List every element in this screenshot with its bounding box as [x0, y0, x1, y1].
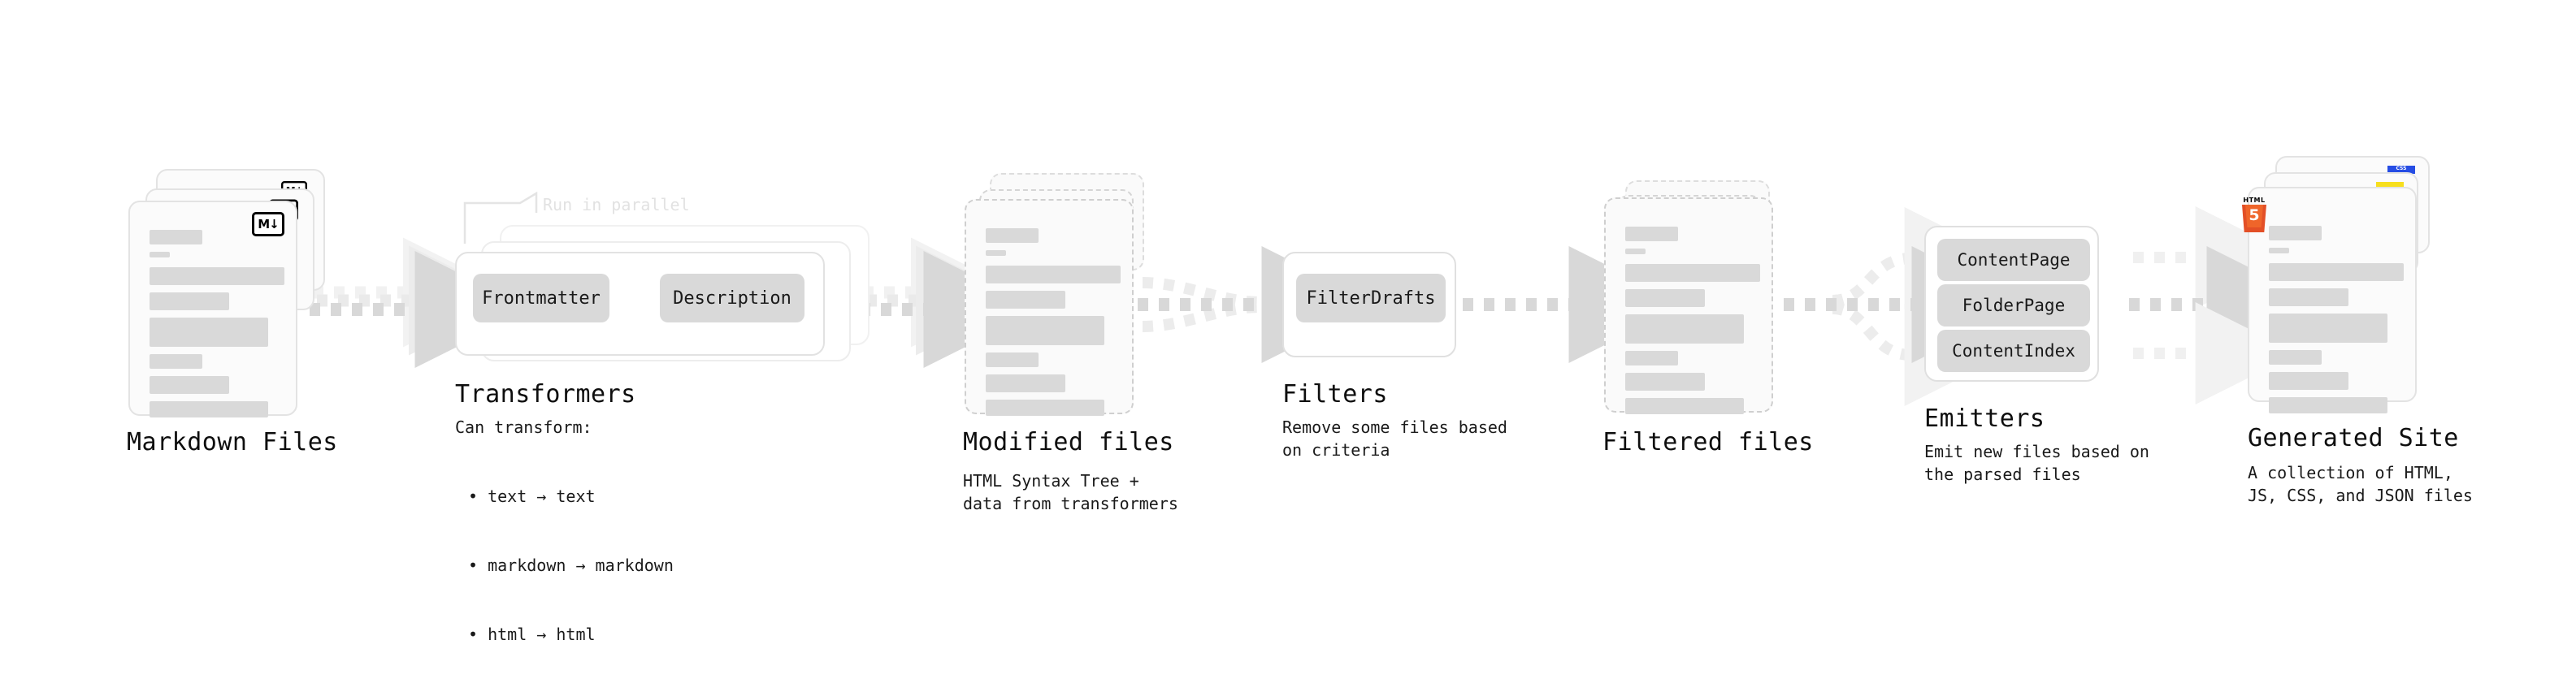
- emitters-group: ContentPage FolderPage ContentIndex: [1924, 226, 2099, 382]
- run-in-parallel-bracket: [463, 191, 538, 244]
- chip-folderpage[interactable]: FolderPage: [1937, 284, 2090, 327]
- html5-shield-inner: [2245, 205, 2263, 227]
- arrow-markdown-to-transformers: [310, 237, 532, 368]
- document-card-front: M↓: [128, 201, 297, 417]
- bullet-markdown-to-markdown: • markdown → markdown: [468, 555, 674, 575]
- modified-files-subtitle: HTML Syntax Tree + data from transformer…: [963, 471, 1178, 514]
- html5-number: 5: [2249, 206, 2260, 224]
- arrow-transformers-to-modified: [817, 237, 1041, 368]
- css-icon: CSS: [2387, 166, 2415, 174]
- stage-title-transformers: Transformers: [455, 380, 636, 409]
- generated-site-subtitle: A collection of HTML, JS, CSS, and JSON …: [2248, 463, 2473, 506]
- bullet-html-to-html: • html → html: [468, 625, 596, 645]
- stage-title-markdown-files: Markdown Files: [127, 428, 338, 456]
- document-card-front: [1604, 197, 1773, 414]
- stage-title-emitters: Emitters: [1924, 404, 2045, 433]
- skeleton-bars: [2269, 226, 2404, 421]
- chip-contentpage[interactable]: ContentPage: [1937, 239, 2090, 281]
- run-in-parallel-label: Run in parallel: [543, 195, 690, 214]
- arrow-filtered-to-emitters: [1784, 207, 2029, 406]
- skeleton-bars: [150, 230, 284, 425]
- skeleton-bars: [986, 228, 1121, 423]
- stage-title-modified-files: Modified files: [963, 428, 1174, 456]
- filters-group: FilterDrafts: [1282, 252, 1456, 357]
- arrow-modified-to-filters: [1138, 246, 1379, 363]
- transformers-subtitle: Can transform:: [455, 417, 592, 437]
- bullet-text-to-text: • text → text: [468, 486, 596, 506]
- skeleton-bars: [1625, 227, 1760, 422]
- chip-description[interactable]: Description: [660, 274, 804, 322]
- chip-frontmatter[interactable]: Frontmatter: [473, 274, 609, 322]
- chip-filterdrafts[interactable]: FilterDrafts: [1296, 274, 1446, 322]
- stage-title-filters: Filters: [1282, 380, 1388, 409]
- html5-wordmark: HTML: [2243, 197, 2266, 204]
- transformer-group-front: Frontmatter Description: [455, 252, 825, 356]
- stage-title-generated-site: Generated Site: [2248, 424, 2459, 452]
- html5-icon: HTML 5: [2240, 197, 2269, 232]
- document-card-html: HTML 5: [2242, 187, 2417, 413]
- chip-contentindex[interactable]: ContentIndex: [1937, 330, 2090, 372]
- emitters-subtitle: Emit new files based on the parsed files: [1924, 442, 2149, 485]
- transformers-bullets: • text → text • markdown → markdown • ht…: [468, 439, 674, 692]
- stage-title-filtered-files: Filtered files: [1602, 428, 1814, 456]
- arrow-emitters-to-site: [2129, 206, 2324, 404]
- document-card-front: [965, 199, 1134, 416]
- filters-subtitle: Remove some files based on criteria: [1282, 417, 1507, 461]
- markdown-icon: M↓: [252, 212, 284, 236]
